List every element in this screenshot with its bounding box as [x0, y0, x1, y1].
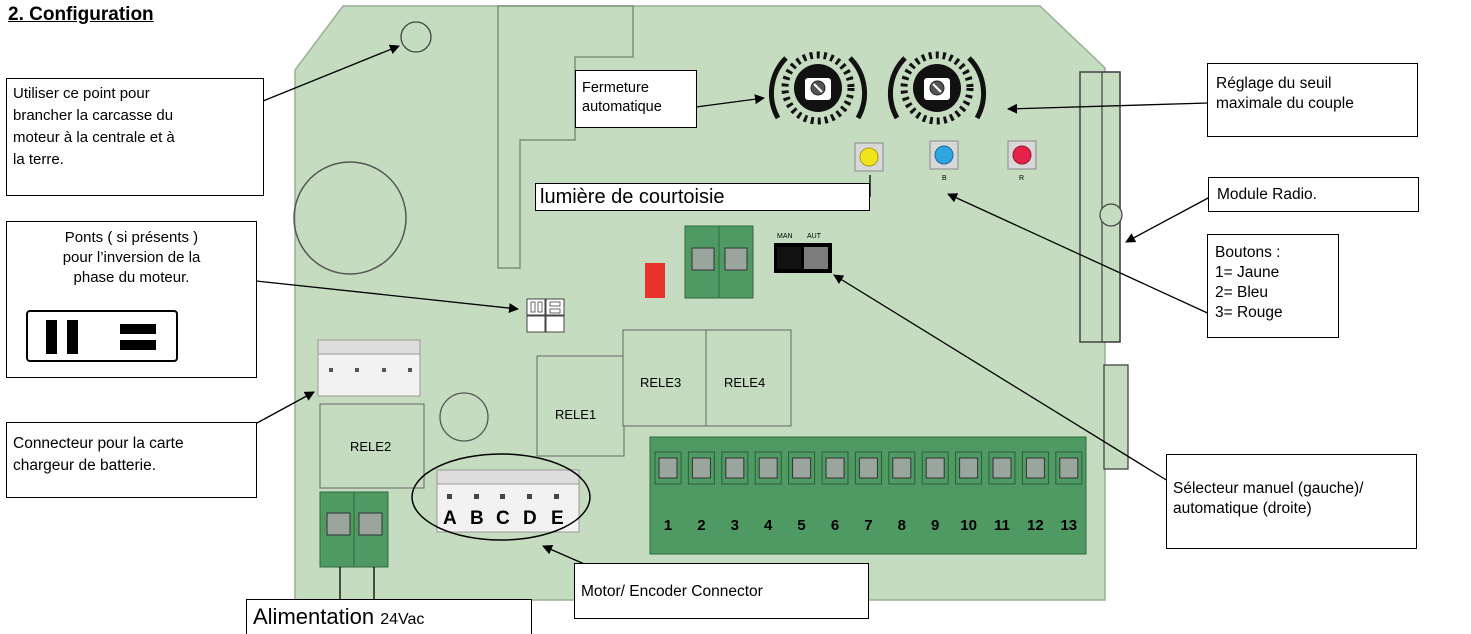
terminal-10 — [955, 451, 983, 485]
terminal-label-1: 1 — [664, 517, 672, 534]
callout-torque: Réglage du seuil maximale du couple — [1207, 63, 1418, 137]
relay-label-rele4: RELE4 — [724, 375, 765, 390]
power-label: Alimentation — [253, 604, 381, 629]
button-blue — [929, 140, 959, 170]
terminal-9 — [921, 451, 949, 485]
button-letter-r: R — [1019, 175, 1024, 182]
encoder-pin-d: D — [523, 508, 537, 529]
encoder-pin-c: C — [496, 508, 510, 529]
switch-label-aut: AUT — [807, 233, 822, 240]
courtesy-light-terminal — [684, 225, 754, 299]
relay-rele4 — [705, 329, 792, 427]
terminal-label-8: 8 — [898, 517, 906, 534]
callout-radio-module: Module Radio. — [1208, 177, 1419, 212]
potentiometer-left — [768, 51, 868, 125]
encoder-pin-e: E — [551, 508, 564, 529]
board-cutout — [497, 5, 634, 269]
callout-auto-close: Fermeture automatique — [575, 70, 697, 128]
relay-label-rele1: RELE1 — [555, 407, 596, 422]
button-yellow — [854, 142, 884, 172]
section-title: 2. Configuration — [8, 4, 154, 25]
terminal-label-6: 6 — [831, 517, 839, 534]
button-red — [1007, 140, 1037, 170]
power-terminal — [319, 491, 389, 568]
annotation-arrows — [255, 44, 1215, 600]
callout-ground-point: Utiliser ce point pour brancher la carca… — [6, 78, 264, 196]
terminal-2 — [687, 451, 715, 485]
terminal-label-13: 13 — [1060, 517, 1077, 534]
terminal-label-2: 2 — [697, 517, 705, 534]
potentiometer-right — [887, 51, 987, 125]
vertical-bridge-icon — [46, 320, 57, 354]
horizontal-bridge-icon — [120, 324, 156, 334]
power-voltage: 24Vac — [380, 611, 425, 628]
callout-power: Alimentation 24Vac — [246, 599, 532, 634]
callout-motor-encoder: Motor/ Encoder Connector — [574, 563, 869, 619]
terminal-label-10: 10 — [960, 517, 977, 534]
callout-selector: Sélecteur manuel (gauche)/ automatique (… — [1166, 454, 1417, 549]
encoder-pin-b: B — [470, 508, 484, 529]
terminal-3 — [721, 451, 749, 485]
button-letter-b: B — [942, 175, 947, 182]
radio-antenna-block — [1103, 364, 1129, 470]
terminal-label-5: 5 — [797, 517, 805, 534]
callout-courtesy-light: lumière de courtoisie — [535, 183, 870, 211]
terminal-label-9: 9 — [931, 517, 939, 534]
relay-rele1 — [536, 355, 625, 457]
terminal-6 — [821, 451, 849, 485]
switch-label-man: MAN — [777, 233, 793, 240]
encoder-pin-a: A — [443, 508, 457, 529]
terminal-block — [649, 436, 1087, 555]
encoder-connector — [436, 469, 580, 533]
ground-point-circle — [400, 21, 432, 53]
terminal-label-12: 12 — [1027, 517, 1044, 534]
terminal-4 — [754, 451, 782, 485]
terminal-7 — [854, 451, 882, 485]
relay-label-rele3: RELE3 — [640, 375, 681, 390]
fuse — [645, 263, 665, 298]
terminal-5 — [788, 451, 816, 485]
callout-buttons: Boutons : 1= Jaune 2= Bleu 3= Rouge — [1207, 234, 1339, 338]
terminal-label-4: 4 — [764, 517, 773, 534]
bridge-symbol-box — [26, 310, 178, 362]
callout-battery-connector: Connecteur pour la carte chargeur de bat… — [6, 422, 257, 498]
phase-bridges — [526, 298, 565, 333]
terminal-label-3: 3 — [731, 517, 739, 534]
terminal-11 — [988, 451, 1016, 485]
capacitor-circle — [293, 161, 407, 275]
terminal-8 — [888, 451, 916, 485]
terminal-13 — [1055, 451, 1083, 485]
terminal-label-7: 7 — [864, 517, 872, 534]
small-capacitor-circle — [439, 392, 489, 442]
encoder-highlight-ellipse — [411, 453, 591, 541]
man-aut-switch — [774, 243, 832, 273]
relay-label-rele2: RELE2 — [350, 439, 391, 454]
terminal-12 — [1021, 451, 1049, 485]
battery-connector — [317, 339, 421, 397]
relay-rele2 — [319, 403, 425, 489]
terminal-label-11: 11 — [994, 517, 1010, 534]
terminal-1 — [654, 451, 682, 485]
